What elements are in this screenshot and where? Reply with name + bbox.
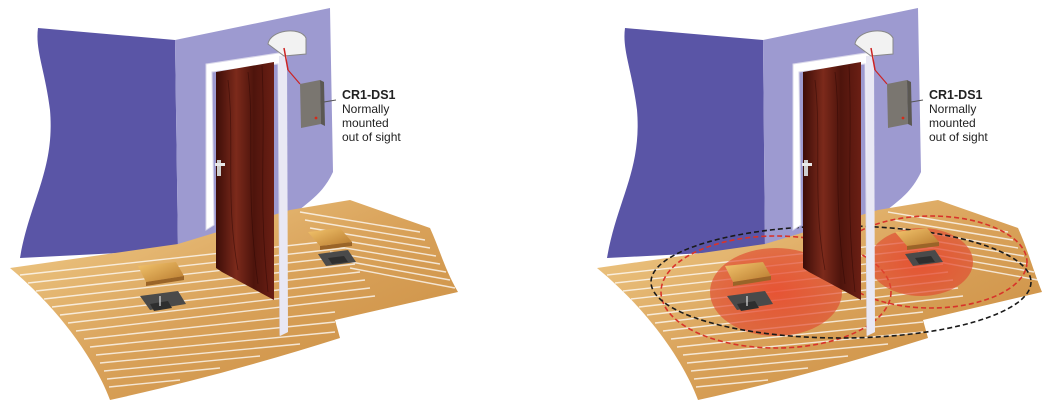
- callout-line: mounted: [342, 116, 401, 130]
- back-wall: [607, 28, 765, 258]
- device-callout: CR1-DS1 Normally mounted out of sight: [342, 88, 401, 144]
- device-box-icon: [300, 80, 325, 128]
- back-wall: [20, 28, 178, 258]
- callout-line: Normally: [342, 102, 401, 116]
- device-model-label: CR1-DS1: [342, 88, 401, 102]
- scene-panel-plain: CR1-DS1 Normally mounted out of sight: [0, 0, 521, 415]
- callout-line: Normally: [929, 102, 988, 116]
- callout-line: out of sight: [342, 130, 401, 144]
- device-model-label: CR1-DS1: [929, 88, 988, 102]
- device-box-icon: [887, 80, 912, 128]
- scene-panel-zones: CR1-DS1 Normally mounted out of sight: [521, 0, 1042, 415]
- callout-line: mounted: [929, 116, 988, 130]
- device-callout: CR1-DS1 Normally mounted out of sight: [929, 88, 988, 144]
- room-illustration: [0, 0, 521, 415]
- callout-line: out of sight: [929, 130, 988, 144]
- room-illustration-with-zones: [521, 0, 1042, 415]
